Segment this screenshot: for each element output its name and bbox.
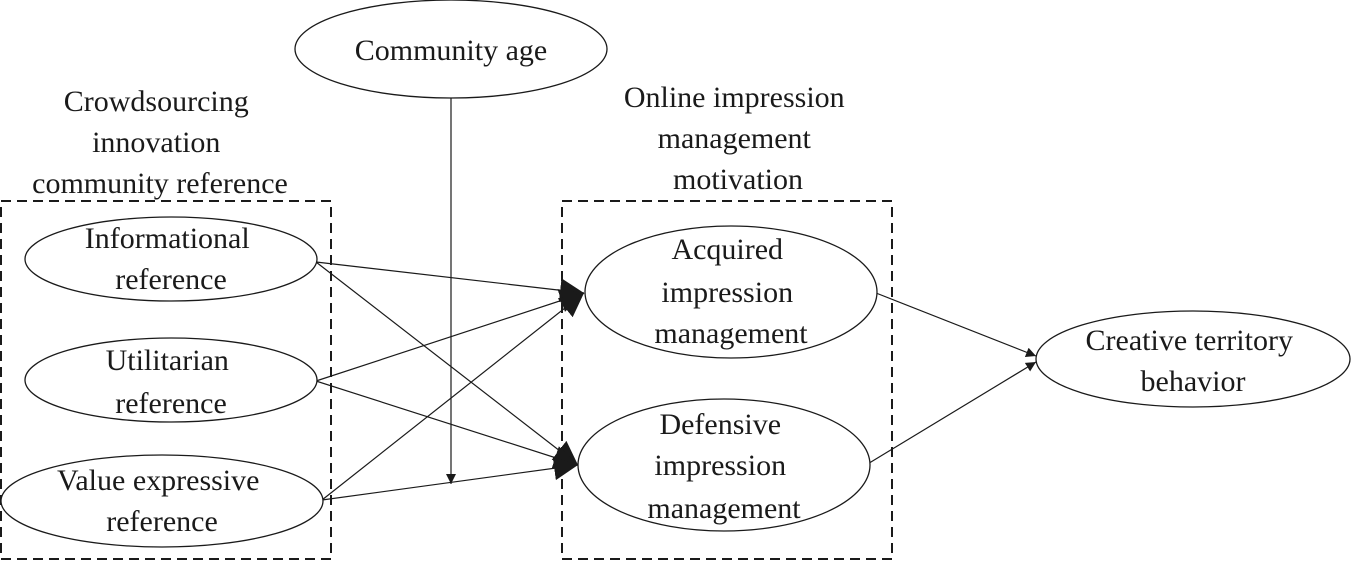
edge-utilitarian-to-defensive [315,380,579,470]
defensive-impression-management-label: Defensive impression management [647,408,801,525]
defensive-impression-management-ellipse [577,398,871,532]
node-utilitarian-reference: Utilitarian reference [24,337,318,423]
node-defensive-impression-management: Defensive impression management [577,398,871,532]
acquired-impression-management-label: Acquired impression management [654,233,808,350]
value-expressive-reference-ellipse [0,454,324,548]
community-age-ellipse [294,0,608,99]
creative-territory-behavior-label: Creative territory behavior [1086,324,1301,398]
impression-motivation-group-box [561,200,893,560]
community-reference-group-box [0,200,332,560]
edge-defensive-to-creative [865,361,1037,466]
node-value-expressive-reference: Value expressive reference [0,454,324,548]
edge-value-expressive-to-acquired [321,292,585,501]
node-informational-reference: Informational reference [24,216,318,302]
node-creative-territory-behavior: Creative territory behavior [1035,310,1351,408]
impression-motivation-group-title: Online impression management motivation [624,81,852,196]
acquired-impression-management-ellipse [584,225,878,359]
node-community-age: Community age [294,0,608,99]
edge-utilitarian-to-acquired [315,289,585,382]
edge-informational-to-defensive [315,261,579,466]
community-age-label: Community age [355,34,547,67]
utilitarian-reference-ellipse [24,337,318,423]
informational-reference-ellipse [24,216,318,302]
value-expressive-reference-label: Value expressive reference [57,464,267,538]
edge-informational-to-acquired [315,261,585,303]
creative-territory-behavior-ellipse [1035,310,1351,408]
utilitarian-reference-label: Utilitarian reference [106,344,237,420]
community-reference-group-title: Crowdsourcing innovation community refer… [32,85,288,200]
informational-reference-label: Informational reference [85,222,257,296]
node-acquired-impression-management: Acquired impression management [584,225,878,359]
edge-acquired-to-creative [875,292,1037,357]
edges [315,98,1037,501]
